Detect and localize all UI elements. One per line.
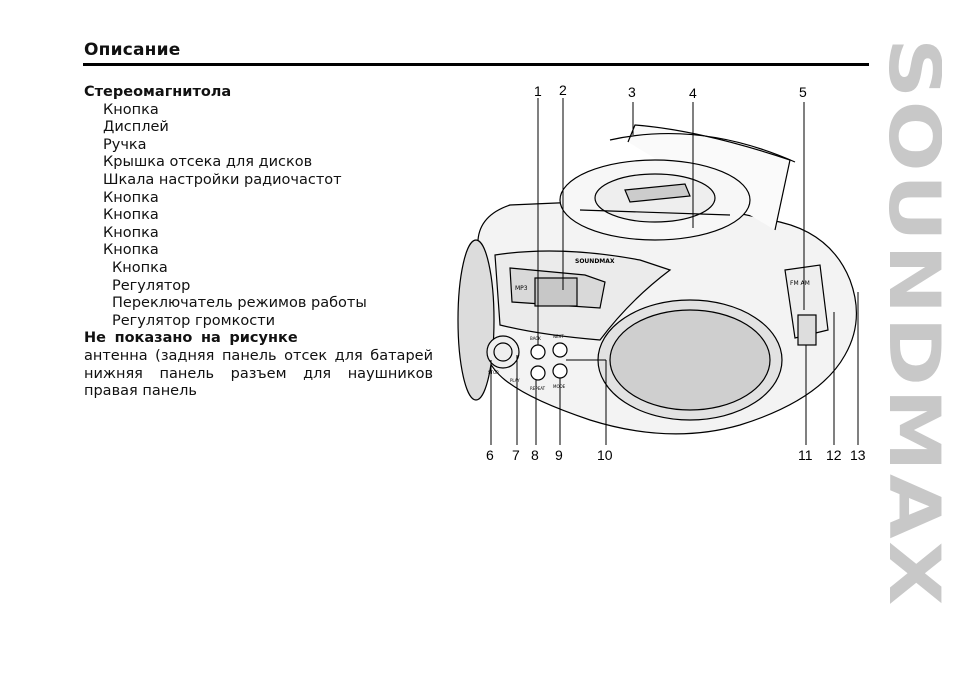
device-band-label: FM AM xyxy=(790,280,810,287)
boombox-illustration: SOUNDMAX MP3 FM AM BACK NEXT STOP PLAY R… xyxy=(457,82,866,463)
parts-list-item: Кнопка xyxy=(103,189,159,206)
parts-list-item: Кнопка xyxy=(112,259,168,276)
callout-number: 6 xyxy=(486,447,494,463)
device-button-label: REPEAT xyxy=(530,386,546,391)
callout-number: 5 xyxy=(799,84,807,100)
device-button-label: BACK xyxy=(530,336,541,341)
callout-number: 3 xyxy=(628,84,636,100)
device-button-label: MODE xyxy=(553,384,566,389)
parts-list-item: Ручка xyxy=(103,136,147,153)
parts-list-item: Регулятор громкости xyxy=(112,312,276,329)
parts-list-item: Кнопка xyxy=(103,207,159,224)
device-button-label: STOP xyxy=(488,370,499,375)
parts-list-item: Переключатель режимов работы xyxy=(112,295,367,312)
callout-number: 2 xyxy=(559,82,567,98)
callout-number: 8 xyxy=(531,447,539,463)
callout-number: 1 xyxy=(534,83,542,99)
device-button-label: PLAY xyxy=(510,378,520,383)
not-shown-label: Не показано на рисунке xyxy=(84,330,298,347)
callout-number: 9 xyxy=(555,447,563,463)
device-button-label: NEXT xyxy=(553,334,564,339)
parts-list-item: Крышка отсека для дисков xyxy=(103,154,313,171)
callout-number: 4 xyxy=(689,85,697,101)
parts-list-item: Регулятор xyxy=(112,277,191,294)
not-shown-text: антенна (задняя панель отсек для батарей… xyxy=(84,347,433,400)
parts-list-item: Кнопка xyxy=(103,224,159,241)
parts-list-item: Кнопка xyxy=(103,242,159,259)
brand-logo: SOUNDMAX xyxy=(880,38,942,608)
title-rule xyxy=(83,63,869,66)
device-display-label: MP3 xyxy=(515,285,528,292)
not-shown-note: Не показано на рисунке антенна (задняя п… xyxy=(84,330,433,400)
callout-number: 12 xyxy=(826,447,842,463)
parts-list-item: Кнопка xyxy=(103,101,159,118)
parts-list-item: Дисплей xyxy=(103,119,169,136)
callout-number: 11 xyxy=(798,447,813,463)
section-heading: Стереомагнитола xyxy=(84,84,232,100)
brand-text: SOUNDMAX xyxy=(880,38,942,608)
parts-list-item: Шкала настройки радиочастот xyxy=(103,171,342,188)
page-title: Описание xyxy=(84,40,181,60)
description-text: Стереомагнитола Кнопка Дисплей Ручка Кры… xyxy=(84,84,433,401)
callout-number: 13 xyxy=(850,447,866,463)
device-brand: SOUNDMAX xyxy=(575,258,615,265)
callout-number: 10 xyxy=(597,447,613,463)
callout-number: 7 xyxy=(512,447,520,463)
